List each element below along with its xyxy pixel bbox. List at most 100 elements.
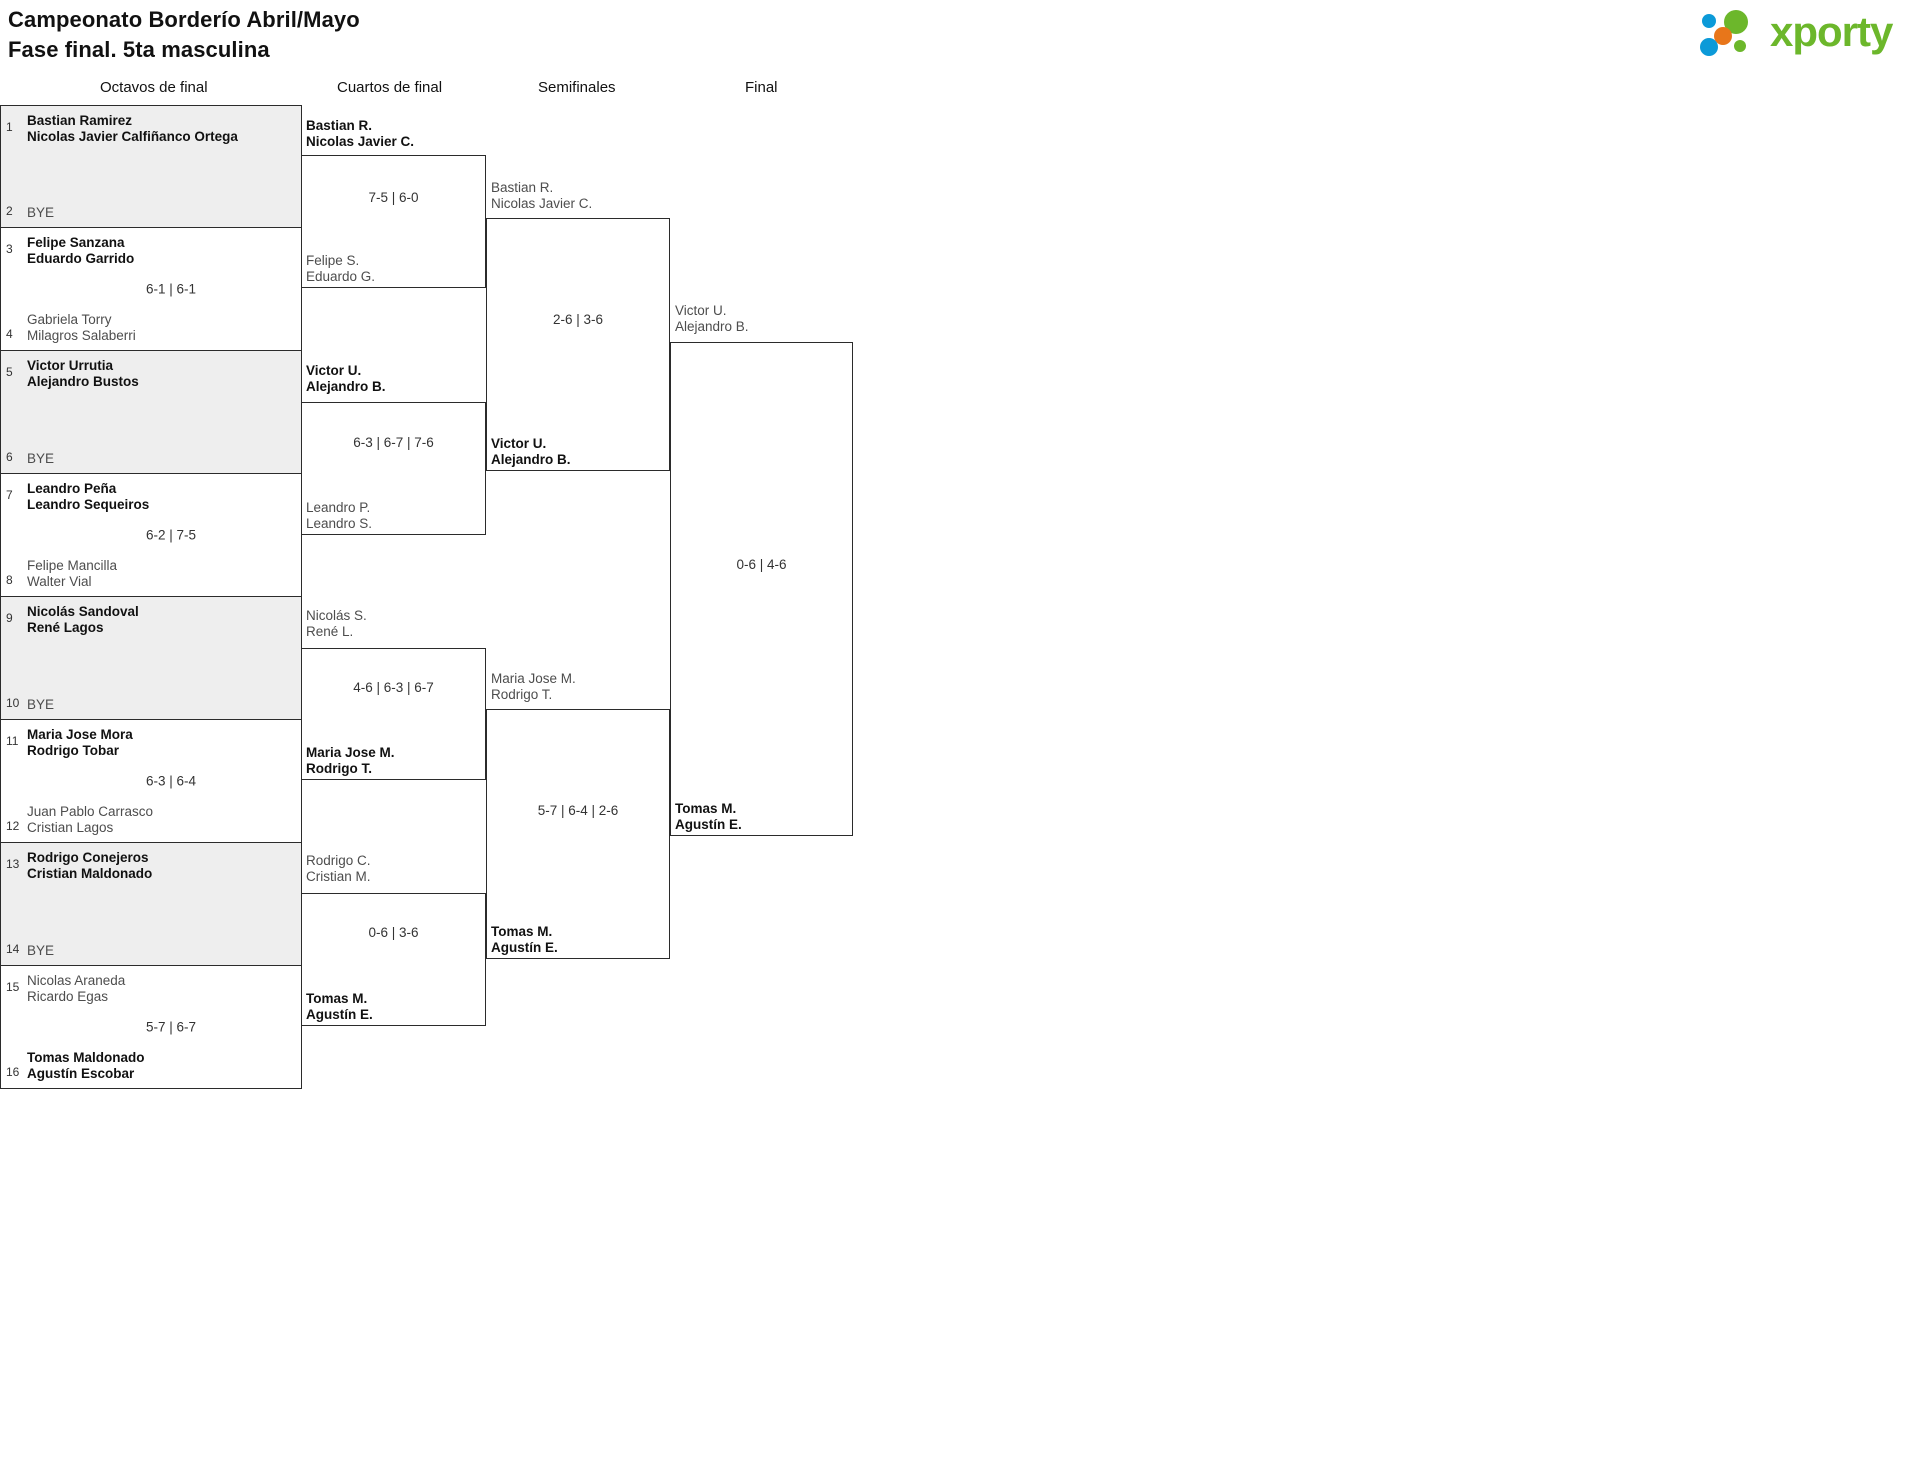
round-2-match-3-team-bottom-player-2: Rodrigo T.: [306, 760, 372, 776]
round-1-match-4-team-bottom-player-1: Felipe Mancilla: [27, 558, 118, 573]
round-1-match-7-team-top-player-2: Cristian Maldonado: [27, 865, 153, 881]
round-3-match-2-team-bottom-player-1: Tomas M.: [491, 924, 553, 939]
round-2-match-1-score: 7-5 | 6-0: [368, 190, 419, 205]
round-3-match-2-score: 5-7 | 6-4 | 2-6: [537, 803, 619, 818]
round-4-match-1-score: 0-6 | 4-6: [736, 557, 787, 572]
round-2-match-4-team-top-player-1: Rodrigo C.: [306, 853, 371, 868]
seed-number-1: 1: [6, 120, 13, 134]
round-2-match-4-team-bottom-player-2: Agustín E.: [306, 1006, 373, 1022]
round-1-match-2-team-top-player-2: Eduardo Garrido: [27, 250, 135, 266]
round-1-match-5-team-bottom: BYE: [27, 697, 295, 713]
round-2-match-2-score: 6-3 | 6-7 | 7-6: [353, 435, 434, 450]
round-1-match-7-team-top-player-1: Rodrigo Conejeros: [27, 850, 149, 865]
page-title: Campeonato Borderío Abril/Mayo Fase fina…: [8, 5, 360, 65]
round-2-match-3-team-bottom-player-1: Maria Jose M.: [306, 745, 395, 760]
round-2-match-1-team-bottom: Felipe S.Eduardo G.: [306, 253, 375, 284]
round-1-match-8-team-top-player-1: Nicolas Araneda: [27, 973, 126, 988]
round-2-match-4-score: 0-6 | 3-6: [368, 925, 419, 940]
round-1-match-6-team-top-player-1: Maria Jose Mora: [27, 727, 133, 742]
round-4-match-1-team-top-player-1: Victor U.: [675, 303, 727, 318]
round-1-match-4-team-top-player-1: Leandro Peña: [27, 481, 117, 496]
round-2-match-4-team-top-player-2: Cristian M.: [306, 868, 371, 884]
round-1-match-3-team-bottom: BYE: [27, 451, 295, 467]
title-line-1: Campeonato Borderío Abril/Mayo: [8, 7, 360, 32]
round-1-match-6-score: 6-3 | 6-4: [145, 773, 197, 789]
seed-number-6: 6: [6, 450, 13, 464]
seed-number-10: 10: [6, 696, 20, 710]
round-1-match-8-team-bottom-player-2: Agustín Escobar: [27, 1065, 135, 1081]
round-2-match-4-team-bottom-player-1: Tomas M.: [306, 991, 368, 1006]
round-1-match-1-team-top-player-1: Bastian Ramirez: [27, 113, 133, 128]
round-1-match-3-team-top-player-2: Alejandro Bustos: [27, 373, 139, 389]
round-2-match-3-team-top-player-2: René L.: [306, 623, 354, 639]
round-3-match-2-team-bottom-player-2: Agustín E.: [491, 939, 558, 955]
round-4-match-1-team-bottom-player-2: Agustín E.: [675, 816, 742, 832]
seed-number-2: 2: [6, 204, 13, 218]
round-2-match-3-score: 4-6 | 6-3 | 6-7: [353, 680, 434, 695]
round-1-match-1-team-top-player-2: Nicolas Javier Calfiñanco Ortega: [27, 128, 238, 144]
round-2-match-4-connector: [301, 893, 486, 1026]
round-1-match-6-team-bottom-player-1: Juan Pablo Carrasco: [27, 804, 154, 819]
seed-number-12: 12: [6, 819, 20, 833]
round-header-final: Final: [745, 79, 778, 96]
round-4-match-1-team-top-player-2: Alejandro B.: [675, 318, 749, 334]
logo-dot-blue-large: [1700, 38, 1718, 56]
round-2-match-1-connector: [301, 155, 486, 288]
round-1-match-8-team-bottom-player-1: Tomas Maldonado: [27, 1050, 145, 1065]
round-2-match-1-team-top: Bastian R.Nicolas Javier C.: [306, 118, 414, 149]
round-3-match-1-score: 2-6 | 3-6: [552, 312, 604, 327]
round-2-match-2-team-top-player-1: Victor U.: [306, 363, 362, 378]
round-3-match-2-team-top-player-2: Rodrigo T.: [491, 686, 553, 702]
round-1-match-3-team-bottom-player-1: BYE: [27, 450, 55, 466]
seed-number-11: 11: [6, 734, 19, 748]
round-1-match-8-team-top-player-2: Ricardo Egas: [27, 988, 109, 1004]
round-1-match-5-team-top-player-1: Nicolás Sandoval: [27, 604, 139, 619]
round-3-match-1-team-bottom: Victor U.Alejandro B.: [491, 436, 571, 467]
round-4-match-1-team-bottom: Tomas M.Agustín E.: [675, 801, 742, 832]
round-1-match-2-team-bottom-player-1: Gabriela Torry: [27, 312, 112, 327]
round-4-match-1-connector: [670, 342, 853, 836]
round-4-match-1-team-top: Victor U.Alejandro B.: [675, 303, 749, 334]
logo-dots-icon: [1700, 10, 1764, 56]
round-2-match-4-team-top: Rodrigo C.Cristian M.: [306, 853, 371, 884]
round-3-match-2-team-top: Maria Jose M.Rodrigo T.: [491, 671, 576, 702]
round-1-match-2-score: 6-1 | 6-1: [145, 281, 197, 297]
round-2-match-2-team-top: Victor U.Alejandro B.: [306, 363, 386, 394]
round-3-match-1-team-bottom-player-1: Victor U.: [491, 436, 547, 451]
round-3-match-1-connector: [486, 218, 670, 471]
round-2-match-2-team-bottom-player-2: Leandro S.: [306, 515, 373, 531]
round-2-match-2-team-bottom-player-1: Leandro P.: [306, 500, 371, 515]
round-3-match-1-team-top: Bastian R.Nicolas Javier C.: [491, 180, 592, 211]
round-1-match-3-team-top-player-1: Victor Urrutia: [27, 358, 114, 373]
round-1-match-2-team-top-player-1: Felipe Sanzana: [27, 235, 125, 250]
seed-number-8: 8: [6, 573, 13, 587]
round-1-match-8-score: 5-7 | 6-7: [145, 1019, 197, 1035]
seed-number-14: 14: [6, 942, 20, 956]
round-2-match-1-team-bottom-player-1: Felipe S.: [306, 253, 360, 268]
round-2-match-3-team-top-player-1: Nicolás S.: [306, 608, 367, 623]
round-3-match-2-team-bottom: Tomas M.Agustín E.: [491, 924, 558, 955]
seed-number-3: 3: [6, 242, 13, 256]
round-1-match-5-team-bottom-player-1: BYE: [27, 696, 55, 712]
round-2-match-2-team-bottom: Leandro P.Leandro S.: [306, 500, 372, 531]
